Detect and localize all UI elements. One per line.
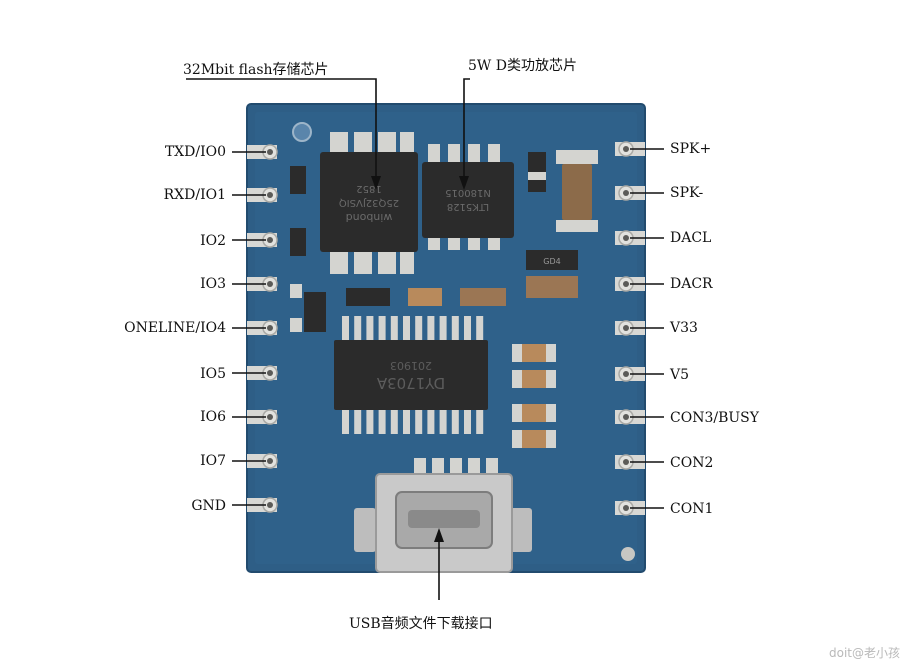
decoder-pin <box>439 408 447 434</box>
res-1 <box>512 344 556 362</box>
res-3 <box>512 404 556 422</box>
cap-stack-top <box>526 250 578 270</box>
pin-label-right: V33 <box>670 320 698 336</box>
cap-row-2 <box>408 288 442 306</box>
pin-label-left: IO3 <box>200 276 226 292</box>
usb-connector <box>354 458 532 573</box>
res-4 <box>512 430 556 448</box>
decoder-pin <box>439 316 447 342</box>
pin-label-left: TXD/IO0 <box>164 144 226 160</box>
pin-label-right: SPK+ <box>670 141 712 157</box>
pin-label-right: CON2 <box>670 455 714 471</box>
svg-text:N180015: N180015 <box>445 187 491 198</box>
svg-text:LTK5128: LTK5128 <box>447 201 489 212</box>
pin-label-left: GND <box>191 498 226 514</box>
arrowhead <box>371 176 381 190</box>
pin-label-left: IO6 <box>200 409 226 425</box>
decoder-pin <box>427 316 435 342</box>
amp-chip: LTK5128 N180015 <box>422 144 514 250</box>
smd-left-2 <box>290 228 306 256</box>
mount-hole <box>292 122 312 142</box>
smd-left-1 <box>290 166 306 194</box>
svg-text:DY1703A: DY1703A <box>376 374 445 392</box>
decoder-pin <box>366 316 374 342</box>
decoder-pins-bottom <box>342 408 484 434</box>
decoder-pin <box>354 408 362 434</box>
svg-text:201903: 201903 <box>390 359 432 372</box>
decoder-pin <box>451 408 459 434</box>
decoder-chip: DY1703A 201903 <box>334 340 488 410</box>
svg-text:winbond: winbond <box>346 211 393 224</box>
pin-label-right: DACR <box>670 276 713 292</box>
decoder-pin <box>366 408 374 434</box>
decoder-pin <box>464 316 471 342</box>
usb-port-label: USB音频文件下载接口 <box>349 616 493 632</box>
flash-chip: winbond 25Q32JVSIQ 1852 <box>320 132 418 274</box>
arrowhead <box>459 176 469 190</box>
amp-chip-label: 5W D类功放芯片 <box>468 58 577 74</box>
leader-lines <box>186 78 664 600</box>
decoder-pin <box>354 316 362 342</box>
svg-text:25Q32JVSIQ: 25Q32JVSIQ <box>339 197 399 208</box>
decoder-pin <box>342 408 349 434</box>
pin-label-left: IO2 <box>200 233 226 249</box>
pin-label-right: SPK- <box>670 185 704 201</box>
pin-label-left: IO7 <box>200 453 226 469</box>
decoder-pin <box>378 316 386 342</box>
svg-text:1852: 1852 <box>356 183 381 194</box>
decoder-pin <box>476 316 484 342</box>
amp-leader <box>463 78 470 186</box>
arrowhead <box>434 528 444 542</box>
flash-chip-label: 32Mbit flash存储芯片 <box>183 62 329 78</box>
res-2 <box>512 370 556 388</box>
decoder-pin <box>451 316 459 342</box>
decoder-pin <box>390 316 398 342</box>
pin-label-left: RXD/IO1 <box>163 187 226 203</box>
cap-stack-bottom <box>526 276 578 298</box>
decoder-pin <box>390 408 398 434</box>
pin-label-right: DACL <box>670 230 712 246</box>
decoder-pin <box>403 316 410 342</box>
decoder-pin <box>464 408 471 434</box>
pin-pad <box>247 232 278 248</box>
pin-label-right: CON1 <box>670 501 714 517</box>
decoder-pin <box>427 408 435 434</box>
corner-pad <box>621 547 635 561</box>
decoder-pin <box>415 408 423 434</box>
svg-text:GD4: GD4 <box>543 257 560 266</box>
decoder-pin <box>378 408 386 434</box>
watermark: doit@老小孩 <box>829 646 900 660</box>
decoder-pin <box>476 408 484 434</box>
pin-label-right: V5 <box>670 367 690 383</box>
decoder-pin <box>403 408 410 434</box>
smd-left-3 <box>304 292 326 332</box>
pin-label-left: ONELINE/IO4 <box>124 320 226 336</box>
pin-label-right: CON3/BUSY <box>670 410 759 426</box>
decoder-pin <box>415 316 423 342</box>
cap-row-3 <box>460 288 506 306</box>
tantalum-cap <box>562 164 592 220</box>
cap-row-1 <box>346 288 390 306</box>
decoder-pin <box>342 316 349 342</box>
decoder-pins-top <box>342 316 484 342</box>
flash-leader <box>186 78 377 186</box>
pin-label-left: IO5 <box>200 366 226 382</box>
